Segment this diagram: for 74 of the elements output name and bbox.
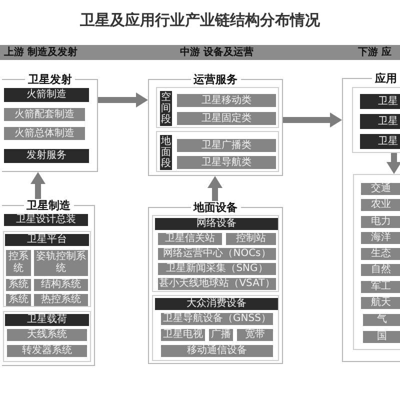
item-bar: 卫星导航类 <box>177 156 276 169</box>
panel-title: 卫星发射 <box>25 73 75 86</box>
item-bar: 卫星固定类 <box>177 112 276 125</box>
item-bar: 卫星移动类 <box>177 94 276 107</box>
stage-label: 下游 应 <box>358 45 392 60</box>
heading-bar: 火箭制造 <box>4 88 89 102</box>
heading-bar: 发射服务 <box>4 149 89 163</box>
item-bar: 气 <box>363 314 400 326</box>
arrow <box>208 176 222 201</box>
stage-band <box>0 45 400 60</box>
item-bar: 海洋 <box>361 232 400 244</box>
heading-bar: 大众消费设备 <box>155 298 278 310</box>
stage-label: 中游 设备及运营 <box>180 46 254 60</box>
group-frame <box>156 87 279 128</box>
heading-bar: 卫星载荷 <box>5 314 89 326</box>
item-bar: 控制站 <box>226 233 276 245</box>
item-bar: 卫星广播类 <box>177 139 276 152</box>
segment-label: 空间段 <box>160 91 172 126</box>
heading-bar: 卫星 <box>360 114 400 129</box>
group-frame <box>352 87 400 153</box>
section-panel <box>342 72 400 362</box>
item-bar: 甚小天线地球站（VSAT） <box>158 278 276 290</box>
heading-bar: 卫星平台 <box>5 234 89 246</box>
item-bar: 电力 <box>361 216 400 228</box>
heading-bar: 卫星 <box>360 134 400 149</box>
arrow <box>98 92 148 108</box>
item-bar: 生态 <box>361 248 400 260</box>
item-bar: 火箭总体制造 <box>4 127 85 140</box>
group-frame <box>156 131 279 172</box>
item-bar: 农业 <box>361 199 400 211</box>
item-bar: 系统 <box>6 294 31 306</box>
item-bar: 火箭配套制造 <box>4 108 85 121</box>
item-bar: 控系统 <box>6 250 31 276</box>
item-bar: 航天 <box>361 297 400 309</box>
item-bar: 系统 <box>6 279 31 291</box>
item-bar: 卫星新闻采集（SNG） <box>158 263 276 275</box>
diagram-title: 卫星及应用行业产业链结构分布情况 <box>79 10 321 30</box>
item-bar: 移动通信设备 <box>161 345 273 357</box>
item-bar: 卫星导航设备（GNSS） <box>161 313 273 325</box>
item-bar: 姿轨控制系统 <box>34 250 88 276</box>
item-bar: 热控系统 <box>34 294 88 306</box>
heading-bar: 卫星 <box>360 94 400 109</box>
segment-label: 地面段 <box>160 135 172 170</box>
panel-title: 地面设备 <box>190 201 240 214</box>
arrow <box>386 153 400 174</box>
group-frame <box>152 215 279 292</box>
panel-title: 运营服务 <box>190 73 240 86</box>
item-bar: 自然 <box>361 264 400 276</box>
item-bar: 卫星电视 <box>161 329 205 341</box>
item-bar: 转发器系统 <box>7 345 87 357</box>
heading-bar: 网络设备 <box>155 218 278 230</box>
section-panel <box>2 73 98 172</box>
item-bar: 卫星信关站 <box>158 233 222 245</box>
group-frame <box>353 174 400 350</box>
stage-label: 上游 制造及发射 <box>4 46 78 60</box>
item-bar: 广播 <box>209 329 233 341</box>
section-panel <box>148 201 283 364</box>
item-bar: 国 <box>363 331 400 343</box>
group-frame <box>3 231 91 307</box>
item-bar: 宽带 <box>237 329 273 341</box>
group-frame <box>152 295 279 361</box>
item-bar: 天线系统 <box>7 329 87 341</box>
section-panel <box>148 73 283 176</box>
arrow <box>283 112 342 128</box>
section-panel <box>2 199 95 366</box>
panel-title: 卫星制造 <box>24 199 74 212</box>
heading-bar: 卫星设计总装 <box>4 214 88 226</box>
arrow <box>30 172 46 199</box>
item-bar: 网络运营中心（NOCs） <box>158 248 276 260</box>
panel-title: 应用 <box>372 72 400 85</box>
group-frame <box>3 311 91 362</box>
item-bar: 军工 <box>361 281 400 293</box>
item-bar: 交通 <box>361 183 400 195</box>
item-bar: 结构系统 <box>34 279 88 291</box>
